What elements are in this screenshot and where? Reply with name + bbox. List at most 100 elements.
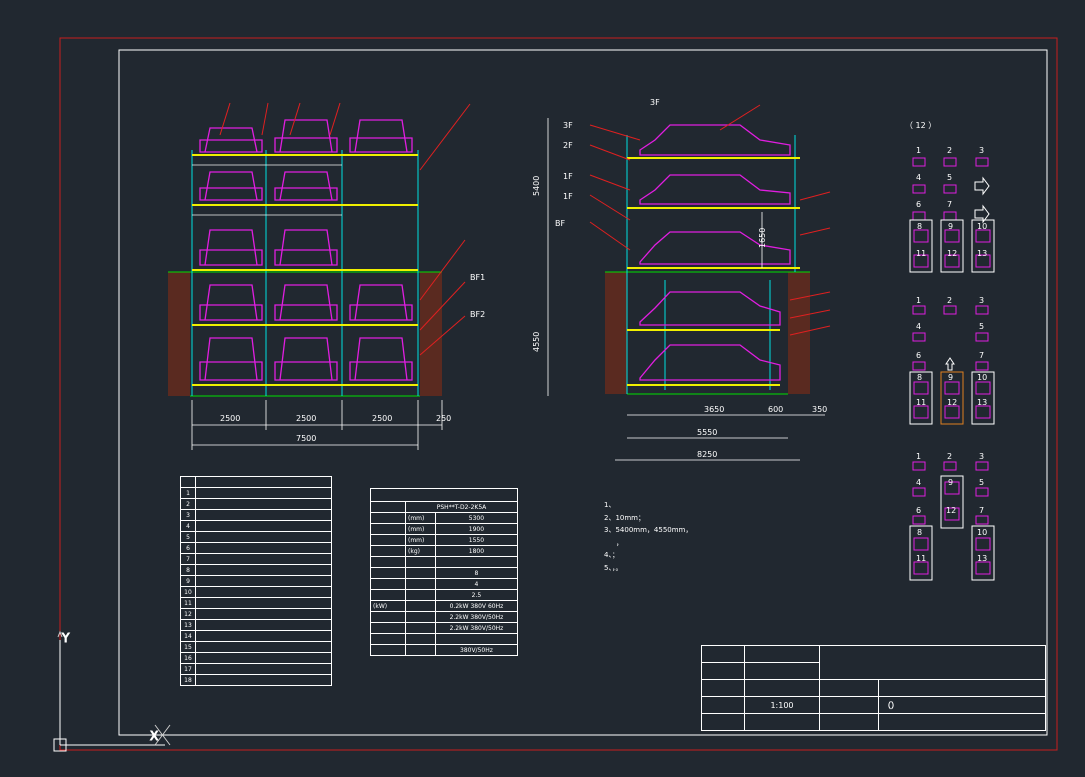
tech-cell: (kg) bbox=[405, 545, 436, 557]
parts-header-name bbox=[195, 476, 332, 488]
side-label-2f: 2F bbox=[563, 141, 573, 150]
tech-cell: 2.2kW 380V/50Hz bbox=[434, 611, 519, 623]
tb-label-scale bbox=[701, 696, 745, 714]
notes-item: ， bbox=[616, 538, 623, 547]
tech-cell bbox=[370, 534, 406, 546]
car-side-3 bbox=[639, 231, 791, 265]
front-dim-4: 250 bbox=[436, 414, 452, 423]
parts-table-row: 1 bbox=[180, 487, 332, 499]
tech-cell bbox=[434, 556, 519, 568]
tech-cell: 380V/50Hz bbox=[434, 644, 519, 656]
grid-diagrams bbox=[909, 157, 995, 581]
parts-row-no: 7 bbox=[180, 553, 196, 565]
side-label-1f-b: 1F bbox=[563, 192, 573, 201]
parts-row-name bbox=[195, 663, 332, 675]
parts-row-no: 16 bbox=[180, 652, 196, 664]
ucs-icon: Y X bbox=[53, 631, 171, 752]
side-dim-lower: 4550 bbox=[532, 331, 541, 352]
bf1-label: BF1 bbox=[470, 273, 486, 282]
parts-row-no: 2 bbox=[180, 498, 196, 510]
parts-row-name bbox=[195, 498, 332, 510]
tech-cell bbox=[370, 633, 406, 645]
tb-drawing-title: （） bbox=[878, 696, 1046, 714]
car-front-12 bbox=[274, 337, 338, 381]
parts-table-row: 6 bbox=[180, 542, 332, 554]
tech-cell bbox=[370, 611, 406, 623]
side-dim-b2: 600 bbox=[768, 405, 784, 414]
car-front-1 bbox=[199, 127, 263, 153]
tech-model: PSH**T-D2-2K5A bbox=[405, 501, 518, 513]
side-view bbox=[547, 104, 831, 461]
layout-title: （ 12 ） bbox=[905, 121, 937, 130]
tech-table-row: 2.2kW 380V/50Hz bbox=[370, 611, 519, 623]
parts-table-row: 16 bbox=[180, 652, 332, 664]
car-front-6 bbox=[199, 229, 263, 266]
parts-row-no: 3 bbox=[180, 509, 196, 521]
parts-row-no: 11 bbox=[180, 597, 196, 609]
tech-cell bbox=[370, 523, 406, 535]
tech-cell: 1900 bbox=[434, 523, 519, 535]
tech-cell: 0.2kW 380V 60Hz bbox=[434, 600, 519, 612]
ground-hatch-left bbox=[168, 272, 190, 396]
tb-label-design bbox=[701, 645, 745, 663]
tech-notes: 1、 2、10mm； 3、5400mm，4550mm， ， 4、； 5、，。 bbox=[604, 499, 692, 574]
parts-row-name bbox=[195, 652, 332, 664]
parts-table-row: 11 bbox=[180, 597, 332, 609]
svg-text:Y: Y bbox=[61, 631, 70, 645]
front-dim-2: 2500 bbox=[296, 414, 317, 423]
car-front-13 bbox=[349, 337, 413, 381]
tech-cell bbox=[405, 633, 436, 645]
tech-cell: (mm) bbox=[405, 534, 436, 546]
tech-cell: 8 bbox=[434, 567, 519, 579]
car-front-5 bbox=[274, 171, 338, 201]
parts-row-name bbox=[195, 586, 332, 598]
tech-cell: 2.2kW 380V/50Hz bbox=[434, 622, 519, 634]
parts-row-name bbox=[195, 487, 332, 499]
parts-table-row: 13 bbox=[180, 619, 332, 631]
parts-table-row: 10 bbox=[180, 586, 332, 598]
parts-row-no: 8 bbox=[180, 564, 196, 576]
parts-row-no: 5 bbox=[180, 531, 196, 543]
side-dim-w2: 8250 bbox=[697, 450, 718, 459]
parts-table-row: 12 bbox=[180, 608, 332, 620]
parts-table-row: 15 bbox=[180, 641, 332, 653]
parts-row-name bbox=[195, 619, 332, 631]
parts-row-name bbox=[195, 509, 332, 521]
parts-table-row: 8 bbox=[180, 564, 332, 576]
parts-table-row: 5 bbox=[180, 531, 332, 543]
parts-table-row: 18 bbox=[180, 674, 332, 686]
side-dim-w1: 5550 bbox=[697, 428, 718, 437]
parts-table-header bbox=[180, 476, 332, 488]
parts-row-name bbox=[195, 608, 332, 620]
parts-row-no: 10 bbox=[180, 586, 196, 598]
car-front-10 bbox=[349, 284, 413, 321]
tech-table: PSH**T-D2-2K5A (mm)5300(mm)1900(mm)1550(… bbox=[370, 488, 519, 656]
parts-row-name bbox=[195, 630, 332, 642]
parts-row-name bbox=[195, 674, 332, 686]
tech-cell bbox=[405, 567, 436, 579]
tb-scale-value: 1:100 bbox=[744, 696, 820, 714]
notes-item: 5、，。 bbox=[604, 563, 623, 572]
tb-project-label bbox=[819, 679, 879, 697]
side-label-bf: BF bbox=[555, 219, 566, 228]
tech-cell: 4 bbox=[434, 578, 519, 590]
parts-table-row: 9 bbox=[180, 575, 332, 587]
tb-drawing-no-label bbox=[819, 713, 879, 731]
side-label-1f-a: 1F bbox=[563, 172, 573, 181]
tech-cell bbox=[370, 512, 406, 524]
parts-row-name bbox=[195, 597, 332, 609]
tech-table-row: 4 bbox=[370, 578, 519, 590]
parts-table-row: 17 bbox=[180, 663, 332, 675]
tech-cell bbox=[434, 633, 519, 645]
tech-table-row: 2.2kW 380V/50Hz bbox=[370, 622, 519, 634]
tech-cell: 1800 bbox=[434, 545, 519, 557]
svg-text:X: X bbox=[150, 729, 158, 743]
notes-item: 3、5400mm，4550mm， bbox=[604, 526, 693, 534]
parts-row-no: 4 bbox=[180, 520, 196, 532]
parts-table-row: 3 bbox=[180, 509, 332, 521]
tech-cell bbox=[405, 556, 436, 568]
tech-table-row: (kW)0.2kW 380V 60Hz bbox=[370, 600, 519, 612]
tech-cell: 1550 bbox=[434, 534, 519, 546]
inner-frame bbox=[118, 49, 1048, 736]
